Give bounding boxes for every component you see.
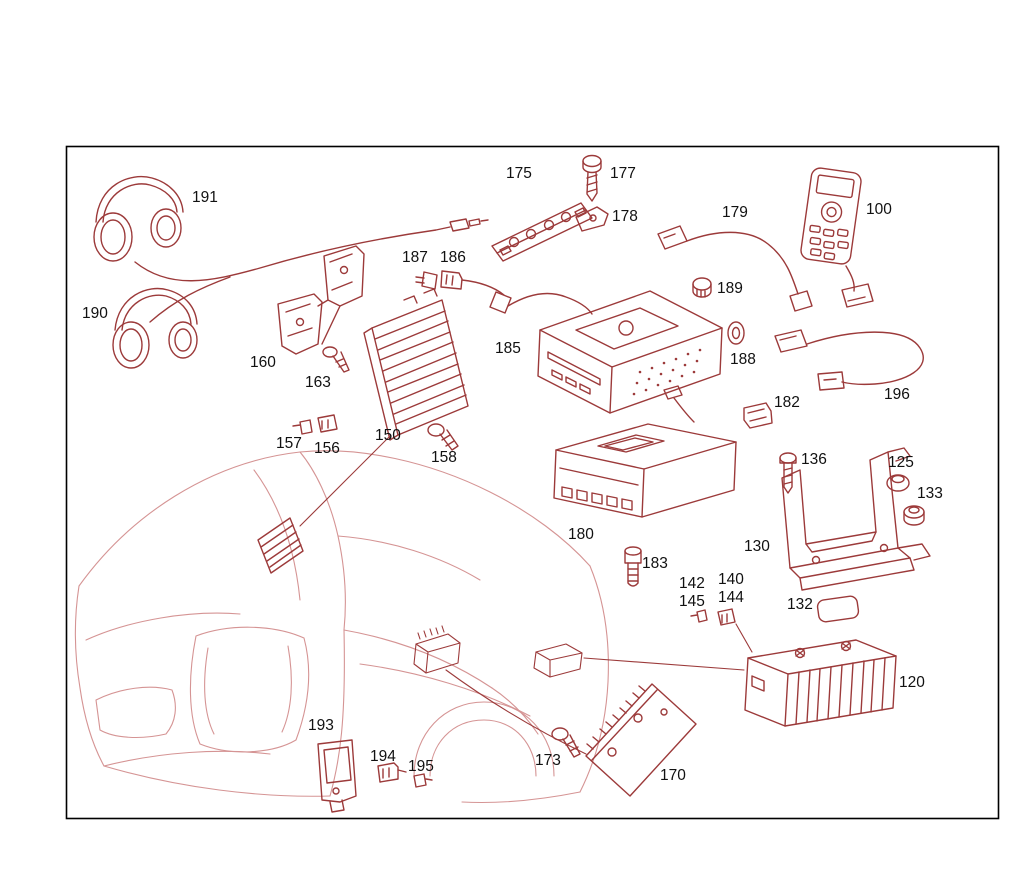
part-label-133: 133 (917, 485, 943, 502)
part-label-191: 191 (192, 189, 218, 206)
connector-187-drawing (415, 271, 438, 290)
part-label-100: 100 (866, 201, 892, 218)
screw-163-drawing (322, 346, 350, 373)
in-car-amplifier-hatched (257, 517, 304, 574)
amplifier-120-drawing (744, 639, 897, 727)
part-label-177: 177 (610, 165, 636, 182)
part-label-182: 182 (774, 394, 800, 411)
plug-157-drawing (292, 419, 313, 435)
part-label-170: 170 (660, 767, 686, 784)
bushing-188-drawing (727, 321, 745, 345)
part-label-187: 187 (402, 249, 428, 266)
clip-156-drawing (317, 414, 338, 433)
grommet-125-drawing (886, 474, 910, 492)
part-label-195: 195 (408, 758, 434, 775)
connector-195-drawing (413, 773, 433, 788)
leader-lines (299, 435, 753, 755)
part-label-163: 163 (305, 374, 331, 391)
nut-133-drawing (903, 505, 925, 526)
radio-lead-drawing (461, 279, 593, 315)
screw-158-drawing (427, 423, 459, 451)
bracket-130-drawing (781, 447, 931, 591)
bolt-183-drawing (624, 546, 642, 587)
part-label-194: 194 (370, 748, 396, 765)
plug-142-145-drawing (690, 608, 736, 626)
part-label-186: 186 (440, 249, 466, 266)
part-label-130: 130 (744, 538, 770, 555)
cd-changer-180-drawing (553, 423, 737, 518)
part-label-196: 196 (884, 386, 910, 403)
part-label-183: 183 (642, 555, 668, 572)
headphones-190-drawing (112, 276, 231, 369)
part-label-180: 180 (568, 526, 594, 543)
part-label-145: 145 (679, 593, 705, 610)
part-label-156: 156 (314, 440, 340, 457)
part-label-136: 136 (801, 451, 827, 468)
radio-185-perforation (632, 348, 702, 396)
part-label-193: 193 (308, 717, 334, 734)
part-label-185: 185 (495, 340, 521, 357)
part-label-132: 132 (787, 596, 813, 613)
module-193-drawing (317, 739, 357, 813)
part-label-157: 157 (276, 435, 302, 452)
part-label-120: 120 (899, 674, 925, 691)
cable-196-drawing (774, 329, 924, 391)
connector-194-drawing (377, 762, 407, 783)
knob-189-drawing (692, 277, 712, 298)
control-board-170-drawing (585, 683, 697, 797)
diagram-border (65, 145, 1000, 820)
changer-lead-drawing (663, 385, 695, 423)
radio-185-drawing (537, 290, 723, 414)
in-car-module-sketch-a (413, 625, 461, 674)
clip-182-drawing (743, 402, 773, 429)
part-label-188: 188 (730, 351, 756, 368)
handset-100-drawing (800, 167, 862, 265)
bracket-160-drawing (277, 245, 365, 355)
amplifier-150-drawing (363, 288, 469, 441)
part-label-142: 142 (679, 575, 705, 592)
part-label-125: 125 (888, 454, 914, 471)
part-label-144: 144 (718, 589, 744, 606)
part-label-175: 175 (506, 165, 532, 182)
connector-186-drawing (440, 270, 463, 290)
jack-plug-drawing (449, 218, 489, 232)
part-label-173: 173 (535, 752, 561, 769)
switch-panel-175-drawing (491, 202, 593, 262)
part-label-190: 190 (82, 305, 108, 322)
pad-132-drawing (816, 595, 860, 623)
part-label-140: 140 (718, 571, 744, 588)
part-label-178: 178 (612, 208, 638, 225)
in-car-module-sketch-b (533, 643, 583, 678)
part-label-150: 150 (375, 427, 401, 444)
part-label-189: 189 (717, 280, 743, 297)
car-body-sketch (74, 450, 609, 804)
part-label-160: 160 (250, 354, 276, 371)
screw-177-drawing (582, 154, 602, 202)
part-label-158: 158 (431, 449, 457, 466)
part-label-179: 179 (722, 204, 748, 221)
cable-179-drawing (657, 225, 813, 312)
handset-connector-drawing (841, 265, 874, 308)
headphones-191-drawing (93, 176, 451, 282)
clip-178-drawing (575, 206, 609, 232)
